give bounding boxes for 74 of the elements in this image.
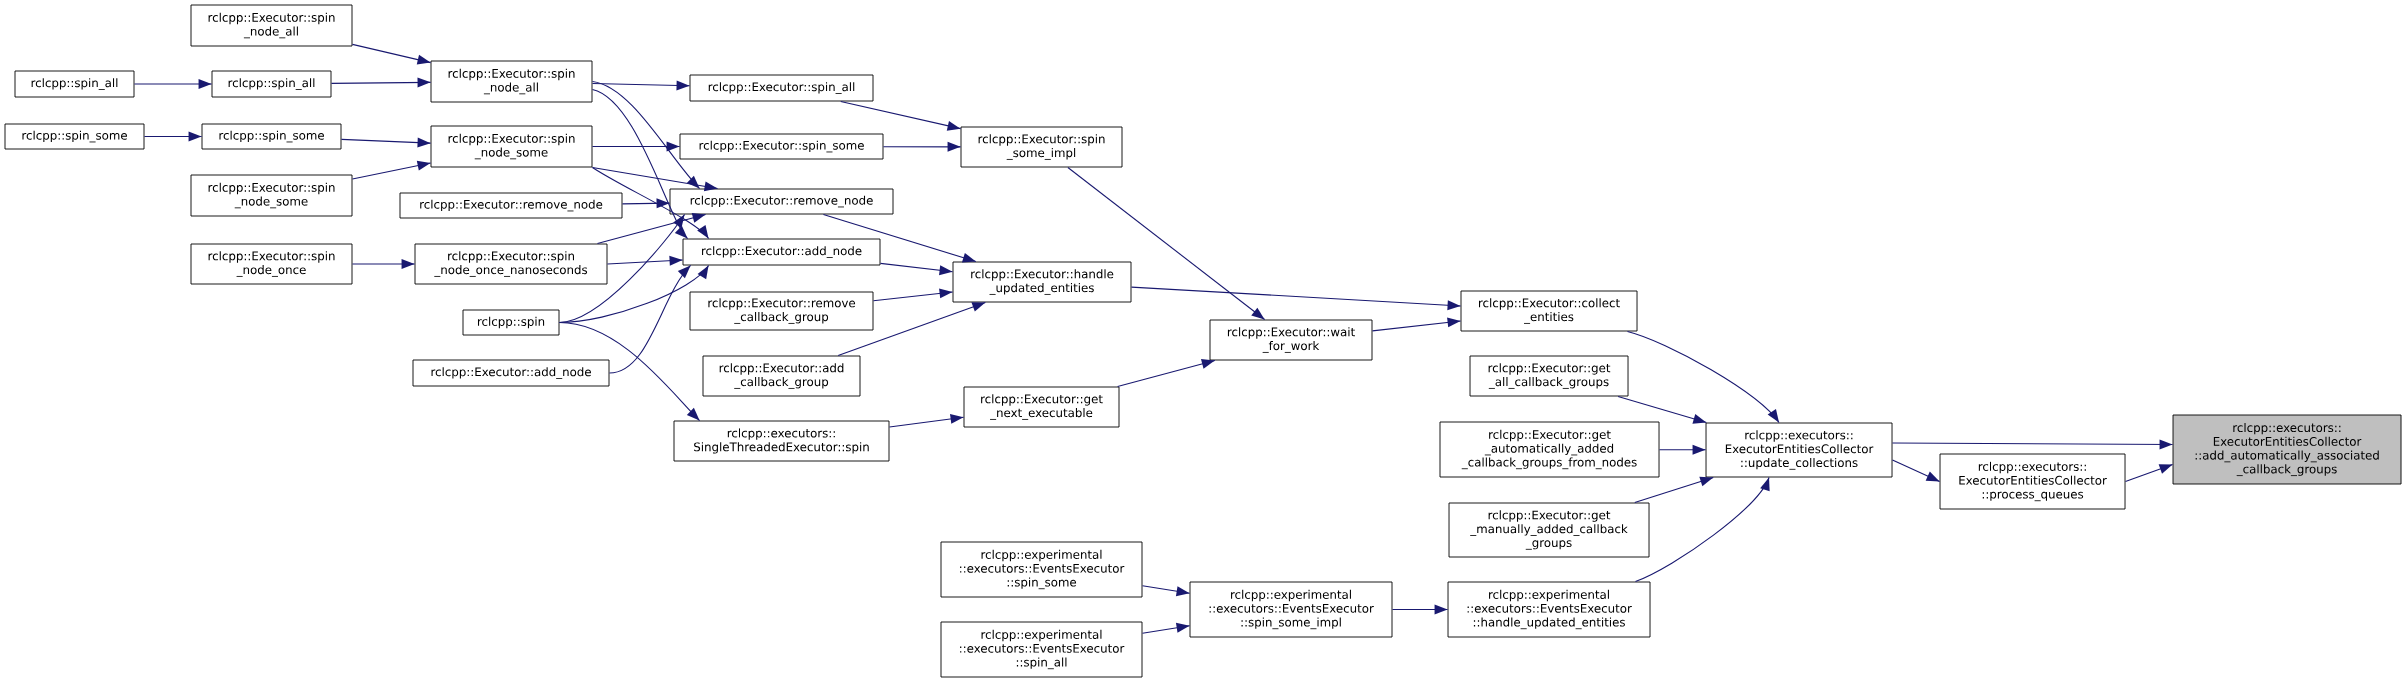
arrow [351,160,432,180]
function-box: rclcpp::Executor::spin_some [679,133,884,160]
function-box: rclcpp::Executor::add_node [682,238,881,266]
arrow [1130,286,1462,311]
arrow [1891,459,1941,483]
function-box: rclcpp::executors:: ExecutorEntitiesCollector ::process_queues [1939,453,2126,510]
arrow [2124,463,2174,483]
function-box: rclcpp::Executor::remove _callback_group [689,291,874,331]
arrow [1067,166,1266,321]
arrow [1391,604,1449,615]
function-box: rclcpp::Executor::wait _for_work [1209,319,1373,361]
arrow [133,79,213,89]
function-box: rclcpp::Executor::remove_node [669,188,894,215]
function-box: rclcpp::Executor::spin _node_once [190,243,353,285]
function-box: rclcpp::Executor::get _automatically_added _callback_groups_from_nodes [1439,421,1660,478]
arrow [591,88,689,240]
function-box: rclcpp::experimental ::executors::EventsExecutor ::handle_updated_entities [1447,581,1651,638]
arrow [872,288,954,302]
function-box: rclcpp::Executor::get _all_callback_groups [1469,355,1629,397]
function-box: rclcpp::Executor::remove_node [399,192,623,219]
arrow [1658,444,1707,455]
arrow [1891,439,2174,450]
function-box: rclcpp::Executor::add_node [412,359,610,387]
arrow [606,255,684,266]
function-box: rclcpp::spin_all [14,70,135,98]
arrow [888,413,965,428]
function-box: rclcpp::Executor::add _callback_group [702,355,861,397]
arrow [591,166,719,192]
function-box: rclcpp::Executor::spin _node_some [190,174,353,217]
function-box: rclcpp::Executor::handle _updated_entities [952,261,1132,303]
function-box: rclcpp::Executor::spin _node_some [430,125,593,168]
arrow [330,77,432,88]
arrow [1617,395,1707,424]
arrow [879,262,954,276]
function-box: rclcpp::executors:: SingleThreadedExecutor::spin [673,420,890,462]
function-box: rclcpp::spin_all [211,70,332,98]
arrow [340,137,432,148]
function-box: rclcpp::Executor::collect _entities [1460,290,1638,332]
function-box: rclcpp::Executor::get _next_executable [963,386,1120,428]
arrow [591,141,681,152]
function-box: rclcpp::Executor::spin _node_all [190,4,353,47]
function-box: rclcpp::Executor::spin_all [689,74,874,102]
arrow [1141,585,1191,597]
arrow [558,321,701,422]
function-box: rclcpp::experimental ::executors::EventsExecutor ::spin_some [940,541,1143,598]
function-box: rclcpp::spin [462,309,560,336]
arrow [591,166,710,240]
arrow [596,213,707,245]
highlighted-function-box: rclcpp::executors:: ExecutorEntitiesCollector ::add_automatically_associated _callback_groups [2172,414,2402,485]
arrow [1634,476,1714,504]
arrow [591,80,701,190]
function-box: rclcpp::experimental ::executors::EventsExecutor ::spin_all [940,621,1143,678]
arrow [621,198,671,209]
arrow [591,80,691,91]
function-box: rclcpp::spin_some [201,123,342,150]
arrow [351,259,416,269]
function-box: rclcpp::experimental ::executors::EventsExecutor ::spin_some_impl [1189,581,1393,638]
function-box: rclcpp::Executor::spin _node_once_nanoseconds [414,243,608,285]
arrow [1371,317,1462,332]
arrow [1141,622,1191,634]
arrow [882,141,962,152]
arrow [608,264,692,374]
arrow [143,131,203,142]
function-box: rclcpp::Executor::get _manually_added_callback _groups [1448,502,1650,558]
function-box: rclcpp::Executor::spin _node_all [430,60,593,103]
arrow [351,43,432,65]
arrow [1634,476,1770,583]
function-box: rclcpp::executors:: ExecutorEntitiesCollector ::update_collections [1705,422,1893,478]
arrow [837,301,986,357]
function-box: rclcpp::spin_some [4,123,145,150]
function-box: rclcpp::Executor::spin _some_impl [960,126,1123,168]
arrow [1117,359,1216,388]
arrow [1626,330,1780,424]
arrow [822,213,977,263]
